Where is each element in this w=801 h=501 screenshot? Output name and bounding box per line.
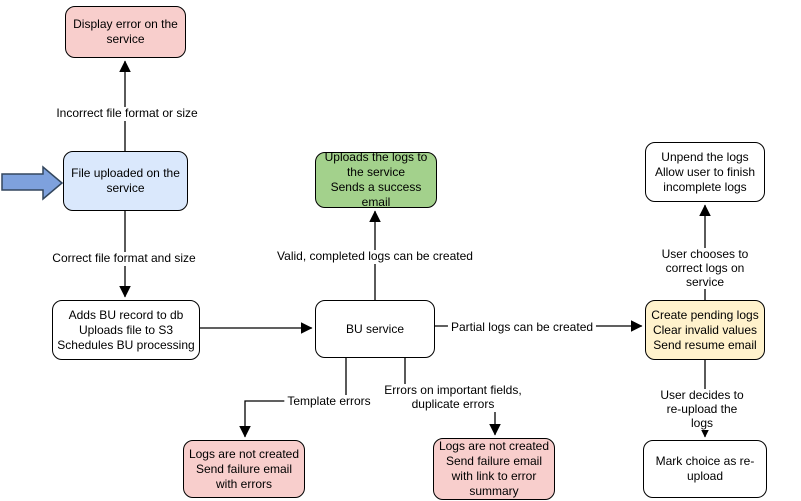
edge-label-partial-logs: Partial logs can be created — [447, 320, 597, 335]
entry-arrow-icon — [1, 165, 64, 201]
node-logs-not-created-errors: Logs are not created Send failure email … — [183, 440, 305, 498]
edge-label-user-corrects: User chooses to correct logs on service — [657, 247, 753, 290]
node-unpend-logs: Unpend the logs Allow user to finish inc… — [645, 142, 765, 202]
node-display-error: Display error on the service — [65, 6, 186, 58]
node-adds-bu-record: Adds BU record to db Uploads file to S3 … — [52, 300, 200, 360]
edge-label-valid-complete: Valid, completed logs can be created — [274, 249, 476, 264]
node-file-uploaded: File uploaded on the service — [63, 151, 188, 211]
edge-label-correct-format: Correct file format and size — [49, 251, 199, 266]
node-mark-reupload: Mark choice as re- upload — [643, 440, 767, 498]
node-bu-service: BU service — [315, 300, 435, 358]
edge-label-incorrect-format: Incorrect file format or size — [53, 106, 201, 121]
node-logs-not-created-summary: Logs are not created Send failure email … — [433, 438, 555, 500]
node-uploads-logs-success: Uploads the logs to the service Sends a … — [315, 150, 437, 209]
edge-label-template-errors: Template errors — [284, 394, 374, 409]
node-create-pending-logs: Create pending logs Clear invalid values… — [645, 300, 765, 360]
edge-label-user-reuploads: User decides to re-upload the logs — [652, 388, 752, 431]
edge-label-important-field-errors: Errors on important fields, duplicate er… — [381, 383, 525, 412]
